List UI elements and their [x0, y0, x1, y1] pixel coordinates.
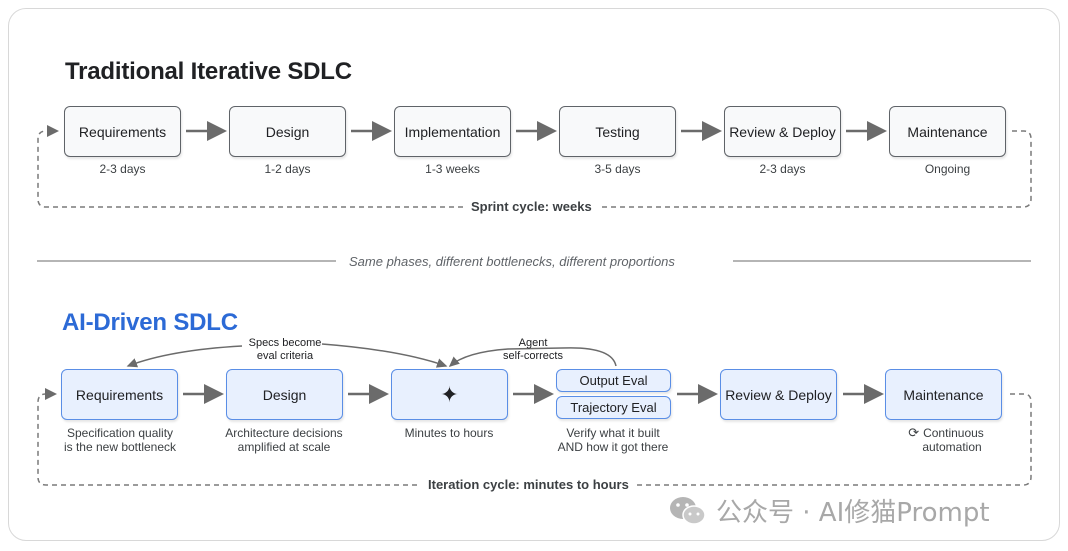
watermark: 公众号 · AI修猫Prompt — [668, 492, 990, 529]
ai-maintenance-caption: ⟳Continuous automation — [876, 425, 1016, 455]
sprint-cycle-loop — [37, 125, 1032, 208]
agent-curve — [448, 347, 617, 367]
trad-requirements-box: Requirements — [64, 106, 181, 157]
trad-testing-duration: 3-5 days — [594, 162, 641, 176]
trajectory-eval-box: Trajectory Eval — [556, 396, 671, 419]
specs-curve-left — [126, 345, 243, 368]
continuous-text: Continuous — [923, 426, 984, 440]
diagram-frame — [8, 8, 1060, 541]
trad-review-deploy-duration: 2-3 days — [759, 162, 806, 176]
iteration-cycle-label: Iteration cycle: minutes to hours — [420, 477, 637, 492]
ai-eval-caption-line1: Verify what it built — [566, 426, 660, 440]
ai-requirements-caption-line2: is the new bottleneck — [63, 440, 177, 454]
trad-maintenance-box: Maintenance — [889, 106, 1006, 157]
trad-review-deploy-box: Review & Deploy — [724, 106, 841, 157]
ai-design-caption-line1: Architecture decisions — [225, 426, 343, 440]
trad-implementation-label: Implementation — [404, 123, 501, 140]
ai-design-caption-line2: amplified at scale — [237, 440, 331, 454]
specs-curve-right — [321, 343, 448, 368]
sprint-cycle-label: Sprint cycle: weeks — [463, 199, 600, 214]
trad-testing-box: Testing — [559, 106, 676, 157]
ai-review-deploy-box: Review & Deploy — [720, 369, 837, 420]
ai-requirements-label: Requirements — [75, 386, 164, 403]
ai-implementation-box: ✦ — [391, 369, 508, 420]
ai-eval-caption: Verify what it built AND how it got ther… — [537, 426, 689, 454]
ai-maintenance-label: Maintenance — [903, 386, 984, 403]
ai-maintenance-caption-line2: automation — [922, 440, 982, 454]
specs-annotation-line1: Specs become — [248, 337, 322, 349]
ai-maintenance-box: Maintenance — [885, 369, 1002, 420]
agent-annotation-line2: self-corrects — [503, 350, 563, 362]
trad-implementation-box: Implementation — [394, 106, 511, 157]
specs-annotation: Specs become eval criteria — [240, 337, 330, 363]
trad-maintenance-label: Maintenance — [907, 123, 988, 140]
trad-requirements-label: Requirements — [78, 123, 167, 140]
trad-design-duration: 1-2 days — [264, 162, 311, 176]
sparkle-icon: ✦ — [440, 381, 459, 407]
ai-eval-caption-line2: AND how it got there — [557, 440, 669, 454]
ai-requirements-box: Requirements — [61, 369, 178, 420]
ai-design-label: Design — [262, 386, 307, 403]
ai-design-caption: Architecture decisions amplified at scal… — [208, 426, 360, 454]
trad-design-box: Design — [229, 106, 346, 157]
ai-design-box: Design — [226, 369, 343, 420]
specs-annotation-line2: eval criteria — [256, 350, 314, 362]
trad-design-label: Design — [265, 123, 310, 140]
ai-title: AI-Driven SDLC — [62, 309, 238, 336]
wechat-icon — [670, 496, 706, 525]
ai-maintenance-caption-line1: ⟳Continuous — [876, 425, 1016, 441]
trad-maintenance-duration: Ongoing — [924, 162, 971, 176]
trajectory-eval-label: Trajectory Eval — [570, 400, 657, 415]
agent-annotation-line1: Agent — [518, 337, 548, 349]
trad-review-deploy-label: Review & Deploy — [729, 123, 836, 140]
ai-requirements-caption: Specification quality is the new bottlen… — [44, 426, 196, 454]
ai-requirements-caption-line1: Specification quality — [66, 426, 174, 440]
trad-testing-label: Testing — [595, 123, 640, 140]
refresh-icon: ⟳ — [908, 425, 920, 440]
divider-text: Same phases, different bottlenecks, diff… — [343, 254, 681, 269]
traditional-title: Traditional Iterative SDLC — [65, 58, 352, 85]
ai-review-deploy-label: Review & Deploy — [725, 386, 832, 403]
trad-requirements-duration: 2-3 days — [99, 162, 146, 176]
ai-implementation-caption: Minutes to hours — [404, 426, 494, 440]
trad-implementation-duration: 1-3 weeks — [425, 162, 480, 176]
agent-annotation: Agent self-corrects — [490, 337, 576, 363]
iteration-cycle-loop — [37, 388, 1032, 486]
watermark-text: 公众号 · AI修猫Prompt — [716, 498, 990, 528]
output-eval-label: Output Eval — [579, 373, 648, 388]
output-eval-box: Output Eval — [556, 369, 671, 392]
